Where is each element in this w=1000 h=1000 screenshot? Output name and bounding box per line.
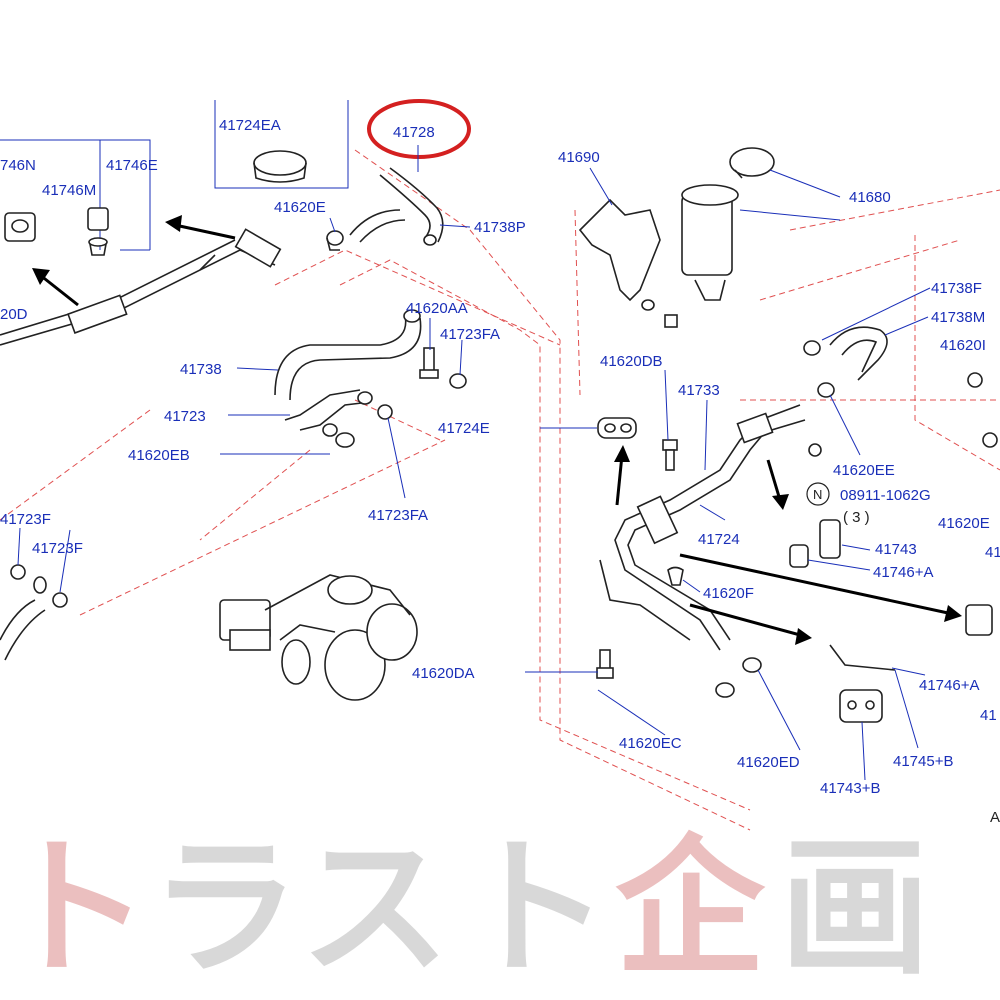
label-41680[interactable]: 41680 [849, 189, 891, 206]
label-41723FA-top[interactable]: 41723FA [440, 326, 500, 343]
label-41746A[interactable]: 41746+A [873, 564, 933, 581]
label-41724E[interactable]: 41724E [438, 420, 490, 437]
watermark-char-5: 企 [615, 822, 766, 996]
label-41743[interactable]: 41743 [875, 541, 917, 558]
label-41743B[interactable]: 41743+B [820, 780, 880, 797]
label-08911-1062G[interactable]: 08911-1062G [840, 487, 931, 504]
label-quantity: ( 3 ) [843, 509, 870, 526]
watermark-char-1: ト [0, 822, 150, 996]
highlight-ring [367, 99, 471, 159]
watermark: ト ラ ス ト 企 画 [0, 822, 930, 996]
label-41738M[interactable]: 41738M [931, 309, 985, 326]
label-41723F-b[interactable]: 41723F [32, 540, 83, 557]
label-41723[interactable]: 41723 [164, 408, 206, 425]
group-frames [0, 100, 349, 251]
label-41690[interactable]: 41690 [558, 149, 600, 166]
watermark-char-4: ト [460, 822, 610, 996]
label-41723FA-bottom[interactable]: 41723FA [368, 507, 428, 524]
label-41746A-2[interactable]: 41746+A [919, 677, 979, 694]
watermark-char-6: 画 [780, 822, 930, 996]
label-41728[interactable]: 41728 [393, 124, 435, 141]
label-41620AA[interactable]: 41620AA [406, 300, 468, 317]
label-41724EA[interactable]: 41724EA [219, 117, 281, 134]
label-41620DB[interactable]: 41620DB [600, 353, 663, 370]
label-N: N [813, 487, 822, 502]
dashed-leaders [0, 149, 1000, 831]
label-41746N[interactable]: 746N [0, 157, 36, 174]
label-41733[interactable]: 41733 [678, 382, 720, 399]
label-41620E-cut[interactable]: 41620E [938, 515, 990, 532]
label-41746E[interactable]: 41746E [106, 157, 158, 174]
label-41738F[interactable]: 41738F [931, 280, 982, 297]
label-41620EE[interactable]: 41620EE [833, 462, 895, 479]
label-41738[interactable]: 41738 [180, 361, 222, 378]
watermark-char-2: ラ [150, 822, 300, 996]
label-41738P[interactable]: 41738P [474, 219, 526, 236]
label-A: A [990, 809, 1000, 826]
label-41-cut-b[interactable]: 41 [980, 707, 997, 724]
label-41-cut[interactable]: 41 [985, 544, 1000, 561]
label-41620EB[interactable]: 41620EB [128, 447, 190, 464]
part-labels: 41724EA 41728 746N 41746E 41746M 41620E … [0, 117, 1000, 826]
label-41745B[interactable]: 41745+B [893, 753, 953, 770]
label-41724[interactable]: 41724 [698, 531, 740, 548]
direction-arrows [32, 215, 962, 645]
label-41620D[interactable]: 20D [0, 306, 28, 323]
label-leaders [17, 145, 931, 781]
label-41620DA[interactable]: 41620DA [412, 665, 475, 682]
label-41620EC[interactable]: 41620EC [619, 735, 682, 752]
label-41723F-a[interactable]: 41723F [0, 511, 51, 528]
label-41620-cut[interactable]: 41620I [940, 337, 986, 354]
label-41620F[interactable]: 41620F [703, 585, 754, 602]
label-41620ED[interactable]: 41620ED [737, 754, 800, 771]
label-41746M[interactable]: 41746M [42, 182, 96, 199]
watermark-char-3: ス [300, 822, 450, 996]
label-41620E[interactable]: 41620E [274, 199, 326, 216]
parts [0, 147, 998, 723]
